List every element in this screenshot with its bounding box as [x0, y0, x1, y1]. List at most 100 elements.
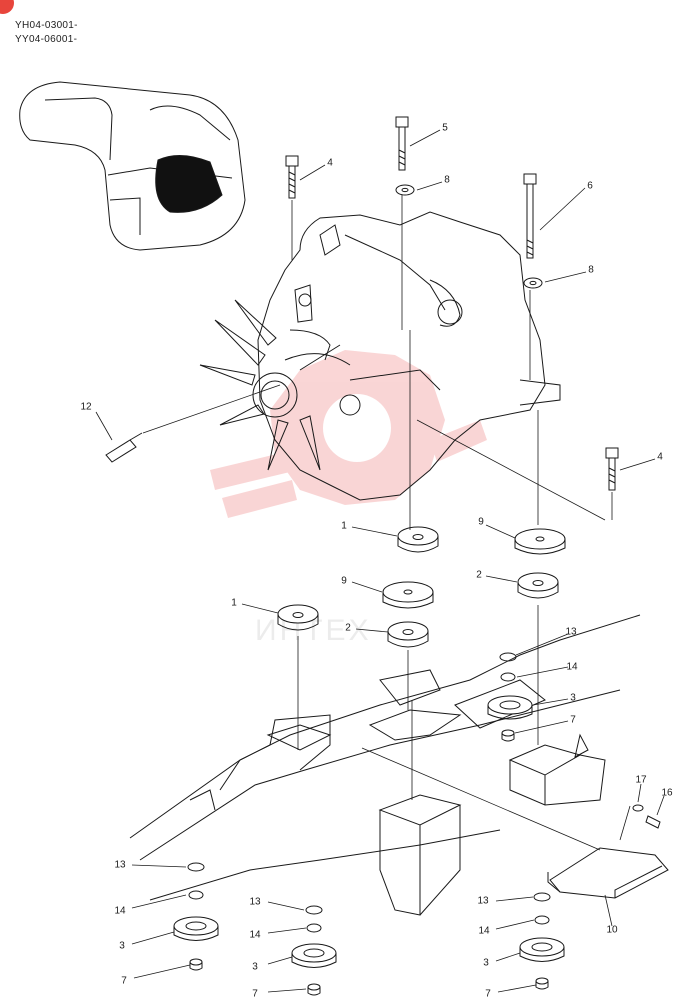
bolt-4-left: [285, 155, 299, 199]
callout-number-7: 7: [121, 976, 127, 987]
callout-leader-line: [485, 575, 518, 583]
callout-leader-line: [267, 988, 307, 993]
callout-number-7: 7: [252, 989, 258, 1000]
callout-number-3: 3: [570, 693, 576, 704]
hardware-stack-right-lower: [519, 892, 565, 990]
callout-leader-line: [131, 931, 175, 945]
callout-leader-line: [485, 524, 516, 539]
callout-number-17: 17: [635, 775, 647, 786]
hardware-stack-middle: [291, 905, 337, 996]
washer-8-top: [395, 184, 415, 196]
callout-number-4: 4: [657, 452, 663, 463]
callout-number-2: 2: [345, 623, 351, 634]
assembly-centerlines: [142, 195, 631, 851]
callout-leader-line: [516, 666, 569, 678]
callout-number-5: 5: [442, 123, 448, 134]
watermark-gear-hole: [323, 394, 391, 462]
hardware-stack-left: [173, 862, 219, 971]
callout-number-1: 1: [341, 521, 347, 532]
serial-range-1: YH04-03001-: [15, 20, 78, 31]
callout-leader-line: [637, 783, 642, 803]
callout-leader-line: [95, 411, 113, 441]
plate-9-right: [514, 528, 566, 555]
callout-leader-line: [495, 919, 535, 930]
callout-leader-line: [267, 901, 305, 911]
watermark-gear-shape: [270, 350, 445, 505]
watermark-stripe: [430, 420, 487, 462]
callout-number-2: 2: [476, 570, 482, 581]
callout-leader-line: [355, 628, 389, 633]
cushion-2-middle: [387, 621, 429, 648]
callout-number-14: 14: [566, 662, 578, 673]
callout-leader-line: [619, 458, 656, 471]
callout-leader-line: [267, 956, 293, 965]
hardware-stack-right-upper: [487, 652, 533, 742]
callout-number-14: 14: [249, 930, 261, 941]
plate-9-middle: [382, 581, 434, 609]
callout-number-13: 13: [114, 860, 126, 871]
callout-leader-line: [544, 271, 587, 283]
cushion-2-right: [517, 572, 559, 599]
washer-17: [632, 804, 644, 812]
bolt-6: [523, 173, 537, 259]
callout-number-3: 3: [483, 958, 489, 969]
callout-leader-line: [532, 698, 569, 706]
callout-leader-line: [351, 581, 383, 593]
callout-number-10: 10: [606, 925, 618, 936]
callout-number-4: 4: [327, 158, 333, 169]
callout-leader-line: [514, 720, 569, 734]
frame-chassis: [129, 614, 641, 916]
callout-leader-line: [495, 952, 521, 962]
callout-number-13: 13: [249, 897, 261, 908]
washer-8-right: [523, 277, 543, 289]
callout-number-1: 1: [231, 598, 237, 609]
callout-number-6: 6: [587, 181, 593, 192]
callout-number-7: 7: [570, 715, 576, 726]
callout-number-3: 3: [119, 941, 125, 952]
watermark-stripe: [222, 480, 297, 518]
callout-number-3: 3: [252, 962, 258, 973]
bolt-4-right: [605, 447, 619, 491]
callout-leader-line: [267, 927, 307, 934]
callout-leader-line: [409, 129, 441, 147]
bolt-5: [395, 116, 409, 171]
callout-leader-line: [133, 964, 191, 979]
washer-8-right-hole: [529, 280, 537, 286]
serial-range-2: YY04-06001-: [15, 34, 78, 45]
cushion-1-upper: [397, 526, 439, 553]
page-corner-badge: [0, 0, 14, 14]
callout-number-13: 13: [565, 627, 577, 638]
watermark-logo: ИНТЕХ: [210, 350, 487, 647]
washer-8-top-hole: [401, 187, 409, 193]
callout-number-12: 12: [80, 402, 92, 413]
cushion-1-left: [277, 604, 319, 631]
callout-number-8: 8: [444, 175, 450, 186]
callout-leader-line: [656, 795, 665, 816]
callout-leader-line: [497, 984, 537, 993]
callout-number-16: 16: [661, 788, 673, 799]
bolt-16: [645, 815, 661, 829]
engine-assembly: [199, 211, 561, 501]
callout-leader-line: [604, 894, 613, 927]
machine-silhouette-inset: [19, 81, 246, 251]
callout-leader-line: [241, 603, 279, 614]
callout-leader-line: [495, 896, 534, 902]
callout-number-14: 14: [114, 906, 126, 917]
cover-plate-10: [547, 847, 669, 899]
callout-leader-line: [515, 633, 569, 656]
callout-leader-line: [539, 187, 586, 231]
callout-leader-line: [351, 526, 398, 537]
glow-plug-12: [105, 432, 143, 463]
callout-leader-line: [416, 181, 443, 191]
callout-number-9: 9: [478, 517, 484, 528]
callout-leader-line: [299, 164, 326, 181]
callout-number-13: 13: [477, 896, 489, 907]
callout-number-14: 14: [478, 926, 490, 937]
callout-leader-line: [131, 894, 187, 909]
callout-leader-line: [131, 864, 187, 868]
callout-number-7: 7: [485, 989, 491, 1000]
callout-number-8: 8: [588, 265, 594, 276]
